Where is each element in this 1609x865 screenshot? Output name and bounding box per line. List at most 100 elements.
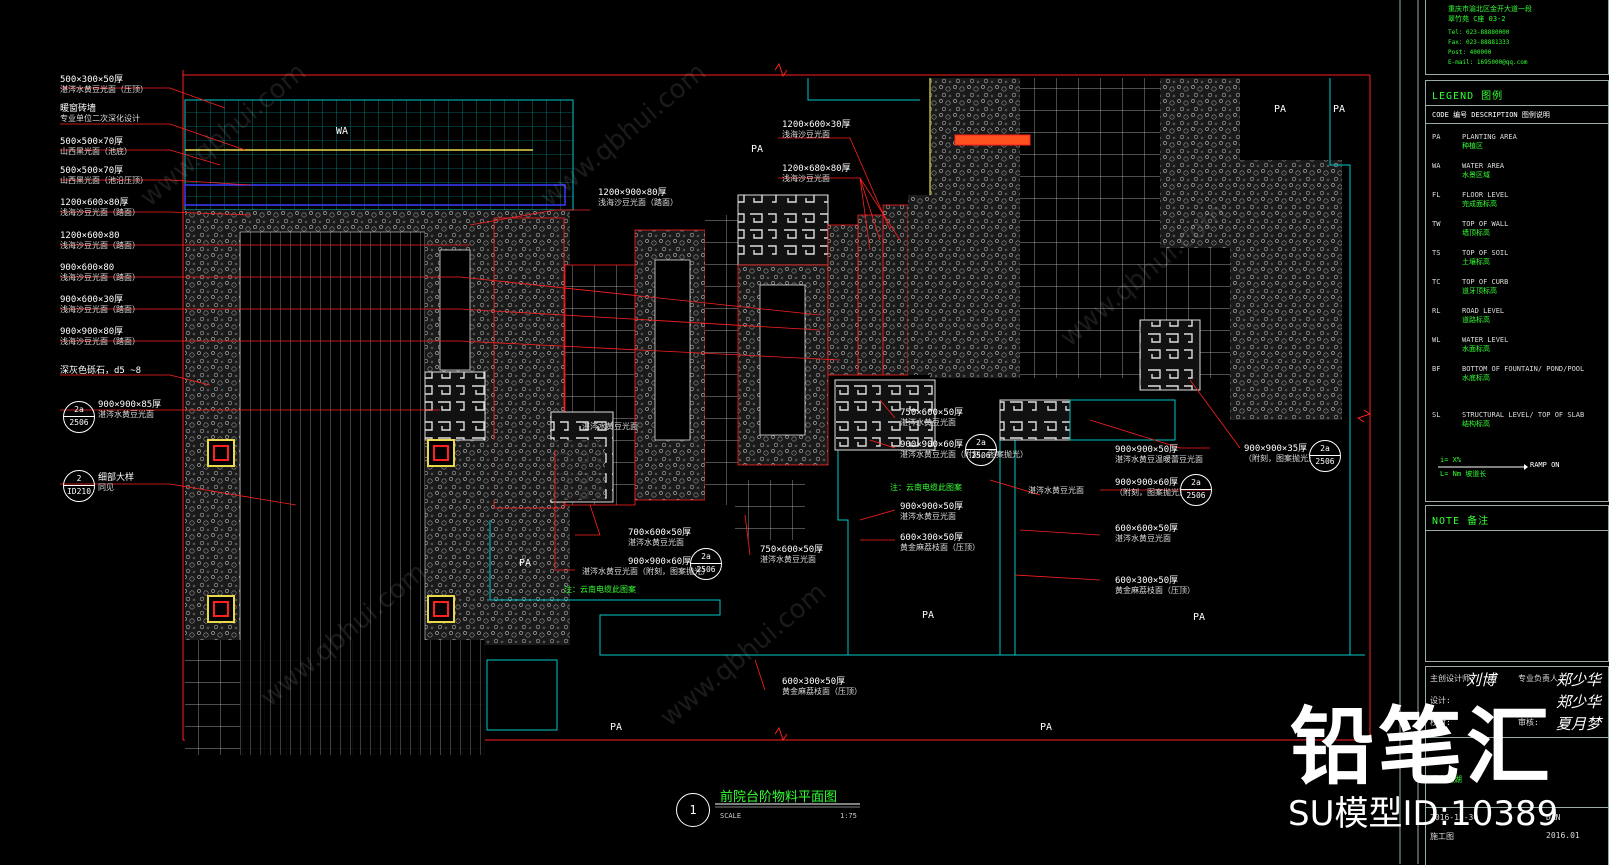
label-material: 湛涔水黄豆光面	[582, 422, 638, 431]
contact-line: 重庆市渝北区金开大道一段	[1448, 5, 1532, 13]
label-material: 湛涔水黄豆温暖蕾豆光面	[1115, 455, 1203, 464]
contact-line: Post: 400000	[1448, 49, 1492, 56]
label-material: （附刻，图案抛光）	[1115, 488, 1187, 497]
label-material: 浅海沙豆光面（踏面）	[60, 273, 140, 282]
label-material: 湛涔水黄豆光面（附刻，图案抛光）	[900, 450, 1028, 459]
bubble-bottom: 2506	[1315, 457, 1335, 466]
legend-title: LEGEND 图例	[1432, 91, 1504, 102]
bubble-bottom: 2506	[69, 418, 89, 427]
label-size: 900×900×60厚	[628, 557, 692, 567]
area-tag-planting: PA	[922, 610, 935, 621]
label-size: 900×900×35厚	[1244, 444, 1308, 454]
sheet-number: 2016.01	[1546, 831, 1580, 840]
label-size: 500×500×70厚	[60, 137, 124, 147]
area-tag-planting: PA	[610, 722, 623, 733]
square-lamp-icon	[207, 439, 455, 623]
callout-900x900-60-a: 900×900×60厚 湛涔水黄豆光面（附刻，图案抛光）	[900, 440, 1028, 460]
label-material: 湛涔水黄豆光面	[1115, 534, 1171, 543]
label-size: 1200×600×80	[60, 231, 120, 241]
detail-bubble: 2a 2506	[965, 434, 997, 466]
label-size: 1200×600×80厚	[60, 198, 129, 208]
detail-bubble: 2a 2506	[63, 401, 95, 433]
drawing-date: 2016-12-30	[1430, 813, 1479, 822]
callout-900x900-35: 900×900×35厚 （附刻，图案抛光）	[1244, 444, 1316, 464]
ramp-formula-slope: i= X%	[1440, 456, 1462, 464]
label-material: 黄金麻荔枝面（压顶）	[1115, 586, 1195, 595]
label-size: 900×900×60厚	[900, 440, 964, 450]
signature-panel: 主创设计师: 刘博 专业负责人: 郑少华 设计: 郑少华 校对: 审核: 夏月梦…	[1425, 666, 1609, 865]
callout-600x300-c: 600×300×50厚 黄金麻荔枝面（压顶）	[782, 677, 862, 697]
label-material: 浅海沙豆光面（踏面）	[60, 305, 140, 314]
lead-signature: 郑少华	[1556, 671, 1602, 689]
bubble-bottom: ID210	[66, 487, 92, 496]
label-size: 600×600×50厚	[1115, 524, 1179, 534]
label-size: 细部大样	[98, 473, 135, 483]
contact-line: 翠竹苑 C座 03-2	[1448, 15, 1506, 23]
label-size: 深灰色砾石，d5 ~8	[60, 366, 142, 376]
label-material: 湛涔水黄豆光面	[628, 538, 684, 547]
area-tag-planting: PA	[1274, 104, 1287, 115]
detail-bubble: 2a 2506	[1309, 440, 1341, 472]
bubble-top: 2a	[64, 402, 94, 417]
callout-1200x680: 1200×680×80厚 浅海沙豆光面	[782, 164, 851, 184]
callout-750x600-b: 750×600×50厚 湛涔水黄豆光面	[760, 545, 823, 565]
label-material: 湛涔水黄豆光面	[1028, 486, 1084, 495]
label-pool-bottom: 500×500×70厚 山西黑光面（池底）	[60, 137, 132, 157]
label-material: 湛涔水黄豆光面（压顶）	[60, 85, 148, 94]
ramp-formula-length: L= Nm 坡道长	[1440, 470, 1487, 478]
label-size: 900×900×85厚	[98, 400, 162, 410]
ramp-label: RAMP ON	[1530, 461, 1560, 469]
company-contact-block: 重庆市渝北区金开大道一段 翠竹苑 C座 03-2 Tel: 023-888800…	[1425, 0, 1609, 75]
review-signature: 夏月梦	[1556, 715, 1602, 733]
label-size: 750×600×50厚	[900, 408, 964, 418]
label-size: 700×600×50厚	[628, 528, 692, 538]
label-material: 浅海沙豆光面（踏面）	[598, 198, 678, 207]
callout-1200x600: 1200×600×30厚 浅海沙豆光面	[782, 120, 851, 140]
bubble-bottom: 2506	[696, 565, 716, 574]
callout-900x900-50: 900×900×50厚 湛涔水黄豆光面	[900, 502, 963, 522]
label-size: 1200×680×80厚	[782, 164, 851, 174]
label-size: 900×900×50厚	[1115, 445, 1179, 455]
area-tag-water: WA	[336, 126, 349, 137]
cable-note: 注：云南电缆此图案	[890, 483, 962, 492]
bubble-top: 2a	[966, 435, 996, 450]
bubble-top: 2	[64, 471, 94, 486]
detail-bubble: 2a 2506	[1180, 474, 1212, 506]
label-glass-wall: 暖窗砖墙 专业单位二次深化设计	[60, 104, 140, 124]
area-tag-planting: PA	[519, 558, 532, 569]
drawing-stage: 施工图	[1430, 832, 1454, 841]
label-material: 浅海沙豆光面	[782, 174, 830, 183]
note-panel: NOTE 备注	[1425, 505, 1609, 662]
label-size: 1200×600×30厚	[782, 120, 851, 130]
label-size: 900×900×60厚	[1115, 478, 1179, 488]
label-size: 600×300×50厚	[900, 533, 964, 543]
label-material: 浅海沙豆光面（踏面）	[60, 337, 140, 346]
label-material: 浅海沙豆光面（踏面）	[60, 208, 140, 217]
callout-600x300-b: 600×300×50厚 黄金麻荔枝面（压顶）	[1115, 576, 1195, 596]
bubble-bottom: 2506	[971, 451, 991, 460]
callout-step-material: 湛涔水黄豆光面	[582, 422, 638, 432]
area-tag-planting: PA	[1040, 722, 1053, 733]
label-material: 山西黑光面（池沿压顶）	[60, 176, 148, 185]
watermark-model-id: SU模型ID:10389	[1288, 794, 1559, 834]
label-size: 600×300×50厚	[1115, 576, 1179, 586]
designer-signature: 刘博	[1466, 671, 1497, 689]
callout-900x900-50-b: 900×900×50厚 湛涔水黄豆温暖蕾豆光面	[1115, 445, 1203, 465]
bubble-top: 2a	[691, 549, 721, 564]
callout-1200x900: 1200×900×80厚 浅海沙豆光面（踏面）	[598, 188, 678, 208]
cable-note: 注：云南电缆此图案	[564, 585, 636, 594]
label-size: 750×600×50厚	[760, 545, 824, 555]
label-tread-2: 1200×600×80 浅海沙豆光面（踏面）	[60, 231, 140, 251]
label-material: 专业单位二次深化设计	[60, 114, 140, 123]
contact-line: Tel: 023-88880000	[1448, 29, 1510, 36]
